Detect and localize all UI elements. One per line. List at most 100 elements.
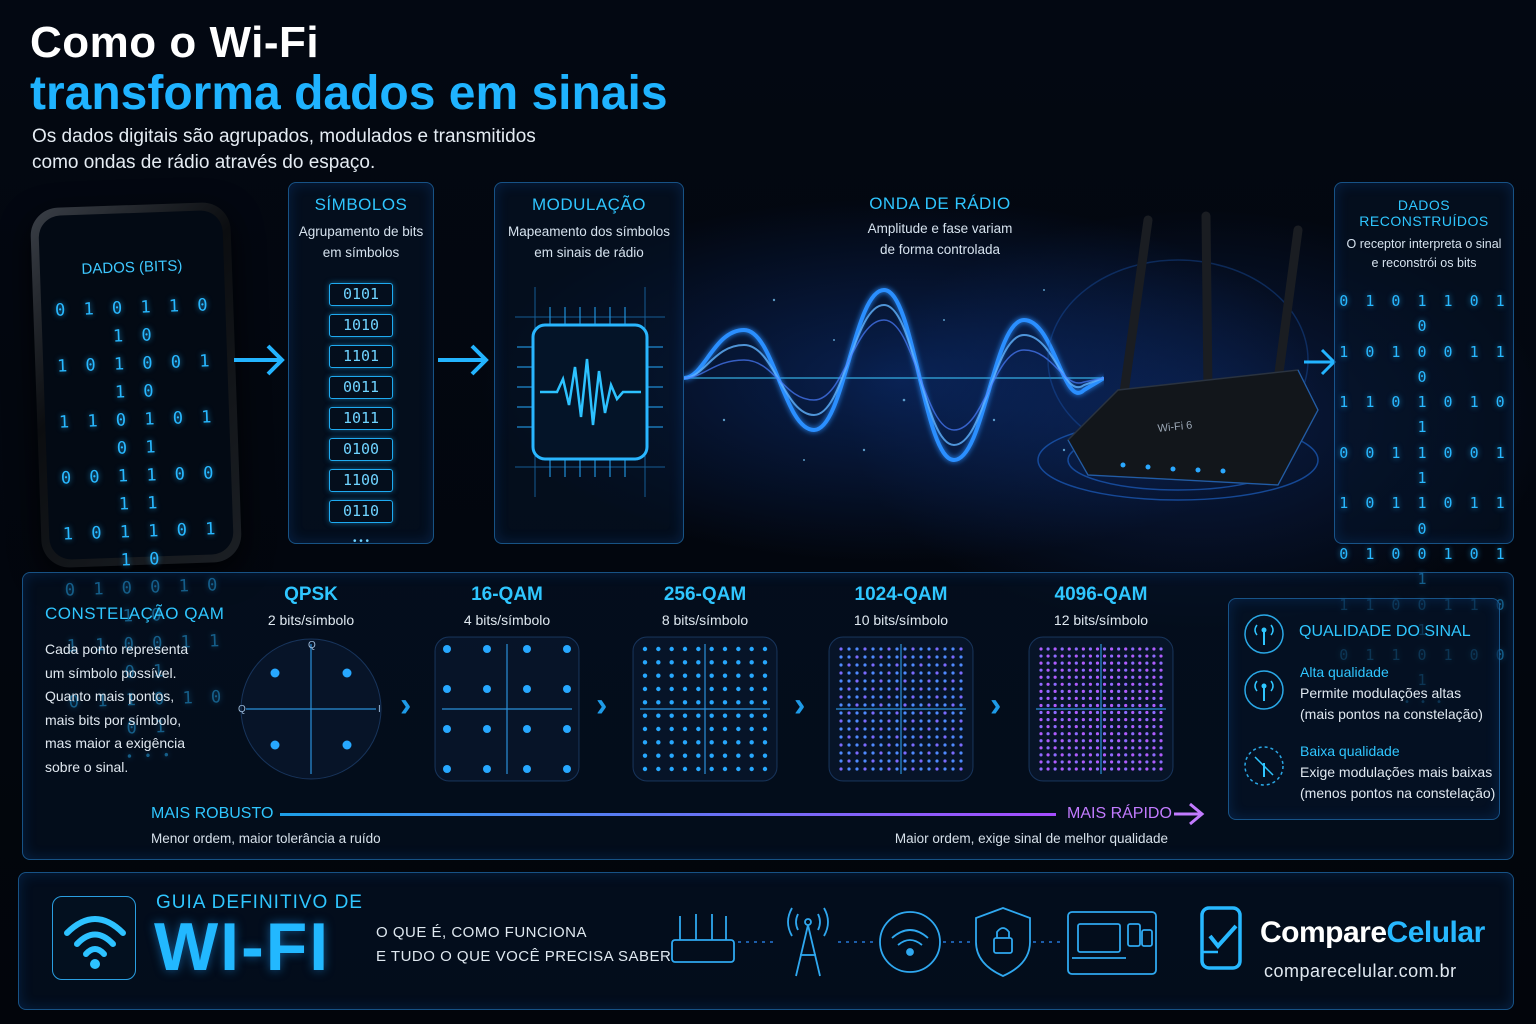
constellation-point — [847, 727, 851, 731]
constellation-point — [847, 647, 851, 651]
constellation-point — [1152, 739, 1156, 743]
constellation-point — [1159, 696, 1163, 701]
constellation-point — [863, 647, 867, 651]
constellation-point — [1060, 717, 1064, 722]
constellation-point — [1053, 654, 1057, 658]
constellation-point — [1039, 746, 1043, 750]
constellation-point — [1039, 661, 1043, 665]
constellation-point — [443, 685, 451, 693]
constellation-point — [1109, 746, 1114, 750]
constellation-point — [855, 759, 859, 763]
constellation-point — [935, 663, 939, 667]
qam-desc-line: mas maior a exigência — [45, 735, 186, 751]
constellation-point — [879, 647, 883, 651]
bit-row: 0 0 1 1 0 0 1 1 — [60, 463, 218, 515]
constellation-point — [959, 711, 963, 715]
constellation-point — [682, 713, 688, 718]
constellation-point — [951, 735, 955, 739]
constellation-point — [871, 655, 875, 659]
antenna-icon — [1244, 614, 1284, 654]
constellation-point — [1152, 654, 1156, 658]
constellation-point — [1046, 760, 1050, 764]
constellation-point — [863, 703, 867, 707]
reconstructed-desc-1: O receptor interpreta o sinal — [1346, 237, 1502, 251]
constellation-point — [919, 743, 923, 747]
constellation-point — [1159, 746, 1163, 750]
constellation-point — [943, 719, 947, 723]
constellation-point — [682, 753, 688, 758]
constellation-point — [887, 743, 891, 747]
qam-level-title: 256-QAM — [663, 584, 747, 605]
constellation-point — [1088, 767, 1093, 771]
constellation-point — [871, 743, 875, 747]
constellation-point — [1152, 760, 1156, 764]
constellation-point — [1124, 689, 1128, 693]
constellation-point — [1067, 710, 1071, 715]
constellation-point — [935, 751, 939, 755]
constellation-point — [1067, 647, 1071, 651]
constellation-point — [919, 687, 923, 691]
constellation-point — [1124, 661, 1128, 665]
constellation-point — [903, 663, 907, 667]
constellation-point — [1060, 710, 1064, 715]
page-subtitle: Os dados digitais são agrupados, modulad… — [32, 126, 536, 173]
constellation-point — [1088, 746, 1093, 750]
constellation-point — [762, 700, 768, 705]
constellation-point — [1145, 689, 1149, 693]
constellation-point — [879, 767, 883, 771]
constellation-point — [1074, 753, 1078, 757]
constellation-point — [935, 687, 939, 691]
constellation-point — [1046, 717, 1050, 722]
constellation-point — [1159, 753, 1163, 757]
constellation-point — [1102, 710, 1107, 715]
axis-label-i: I — [378, 704, 381, 715]
constellation-point — [1039, 767, 1043, 771]
constellation-point — [1053, 739, 1057, 743]
constellation-point — [1109, 675, 1114, 679]
constellation-point — [1109, 703, 1114, 708]
constellation-point — [1109, 668, 1114, 672]
constellation-point — [1074, 675, 1078, 679]
constellation-point — [943, 679, 947, 683]
constellation-point — [919, 647, 923, 651]
constellation-point — [1102, 739, 1107, 743]
constellation-point — [943, 687, 947, 691]
constellation-point — [1152, 696, 1156, 701]
constellation-point — [749, 726, 754, 732]
constellation-point — [943, 671, 947, 675]
constellation-point — [1067, 689, 1071, 693]
constellation-point — [1046, 696, 1050, 701]
constellation-point — [863, 767, 867, 771]
constellation-point — [1131, 746, 1135, 750]
constellation-point — [1067, 746, 1071, 750]
constellation-point — [1145, 675, 1149, 679]
constellation-point — [1124, 739, 1128, 743]
constellation-point — [1039, 689, 1043, 693]
constellation-point — [1095, 654, 1100, 658]
constellation-point — [1117, 696, 1121, 701]
qam-level-title: 16-QAM — [471, 584, 543, 605]
constellation-point — [911, 751, 915, 755]
constellation-point — [1060, 654, 1064, 658]
qam-level-bits: 4 bits/símbolo — [463, 612, 551, 628]
chip-icon — [515, 287, 665, 497]
constellation-point — [642, 713, 648, 718]
constellation-point — [1095, 725, 1100, 729]
constellation-point — [1102, 760, 1107, 764]
constellation-point — [1046, 703, 1050, 708]
constellation-point — [887, 751, 891, 755]
constellation-point — [1088, 647, 1093, 651]
phone-label: DADOS (BITS) — [81, 257, 183, 278]
constellation-point — [935, 711, 939, 715]
constellation-point — [722, 660, 728, 665]
constellation-point — [1109, 717, 1114, 722]
constellation-point — [1053, 668, 1057, 672]
bit-row: 0 0 1 1 0 0 1 1 — [1339, 443, 1509, 488]
constellation-point — [911, 711, 915, 715]
constellation-point — [443, 645, 451, 653]
constellation-point — [1138, 689, 1142, 693]
constellation-point — [1131, 647, 1135, 651]
constellation-point — [855, 735, 859, 739]
constellation-point — [270, 668, 280, 678]
radio-wave-graphic — [684, 287, 1104, 463]
